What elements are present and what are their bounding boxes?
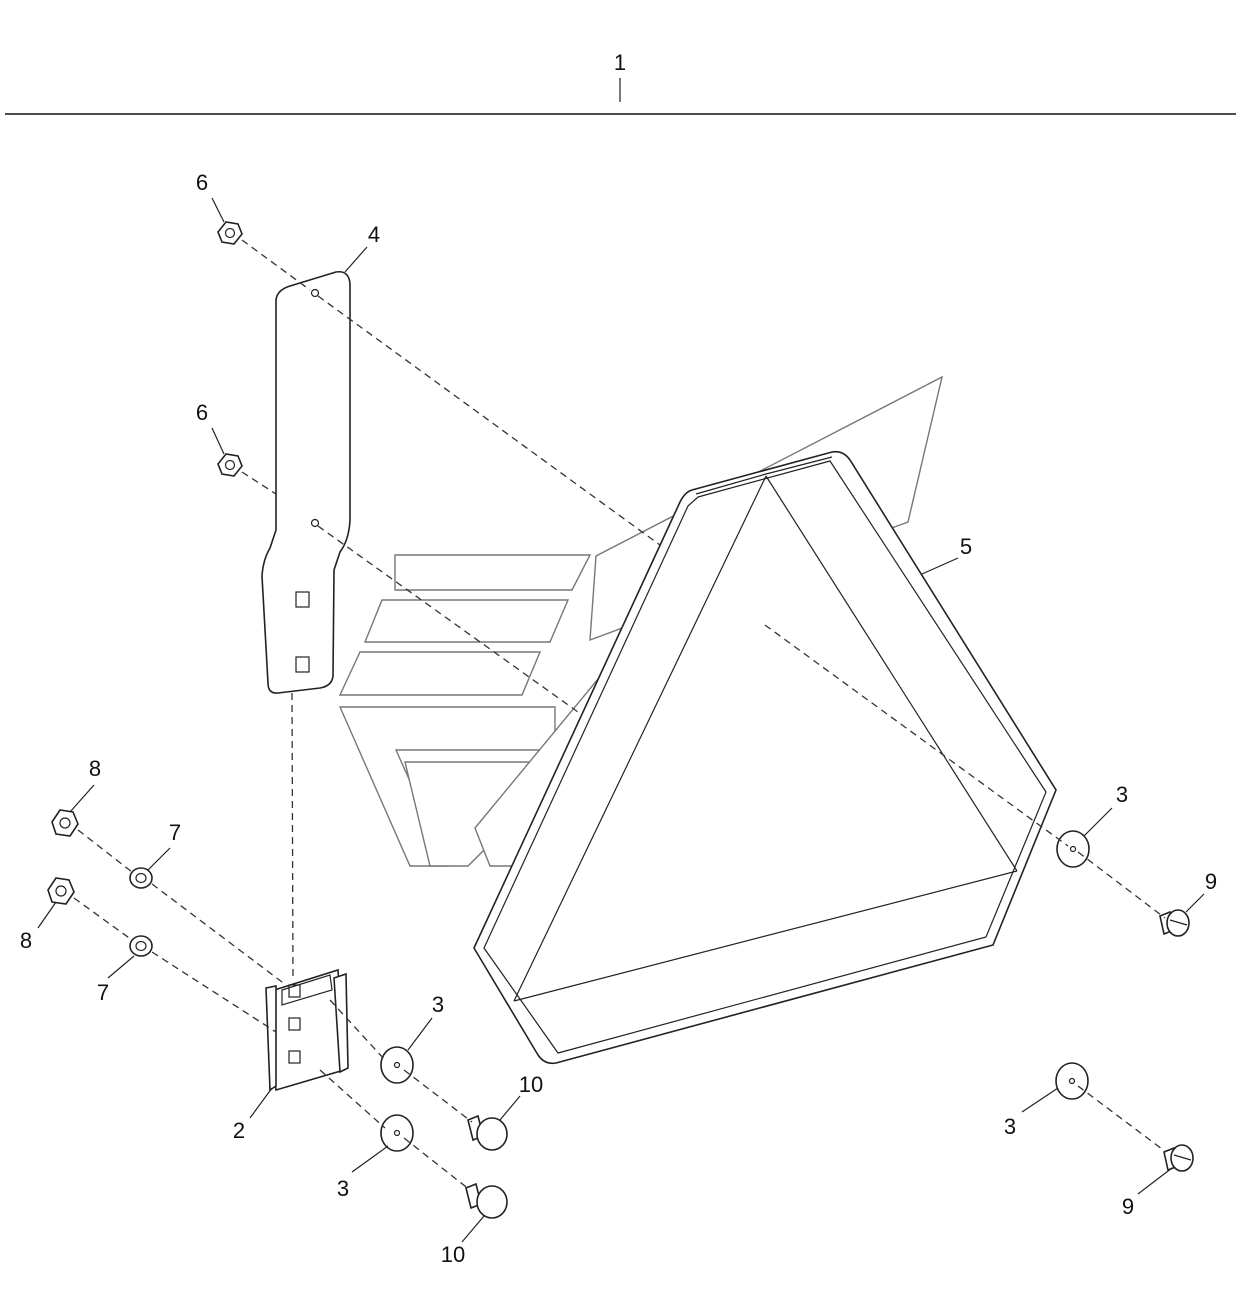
callout-3-bracket-lower[interactable]: 3 xyxy=(337,1176,349,1201)
hex-nut-6-lower[interactable] xyxy=(217,453,243,477)
lock-washer-7-lower[interactable] xyxy=(129,935,153,957)
hex-nut-6-upper[interactable] xyxy=(217,221,243,245)
callout-10-upper[interactable]: 10 xyxy=(519,1072,543,1097)
reflector-panel[interactable] xyxy=(473,450,1057,1065)
callout-3-lower-right[interactable]: 3 xyxy=(1004,1114,1016,1139)
hex-nut-8-lower[interactable] xyxy=(47,877,75,905)
assembly-paths xyxy=(73,239,1167,1191)
hinge-bracket[interactable] xyxy=(265,968,349,1092)
callout-10-lower[interactable]: 10 xyxy=(441,1242,465,1267)
screw-9-right[interactable] xyxy=(1159,909,1190,937)
callout-5[interactable]: 5 xyxy=(960,534,972,559)
callout-4[interactable]: 4 xyxy=(368,222,380,247)
callout-9-lower-right[interactable]: 9 xyxy=(1122,1194,1134,1219)
leader-lines xyxy=(37,197,1205,1243)
callouts: 6 4 6 5 3 9 8 7 8 7 2 3 10 3 10 3 9 xyxy=(20,170,1217,1267)
callout-9-right[interactable]: 9 xyxy=(1205,869,1217,894)
carriage-bolt-10-upper[interactable] xyxy=(467,1114,508,1151)
callout-8-upper[interactable]: 8 xyxy=(89,756,101,781)
callout-6-lower[interactable]: 6 xyxy=(196,400,208,425)
callout-3-bracket-upper[interactable]: 3 xyxy=(432,992,444,1017)
callout-2[interactable]: 2 xyxy=(233,1118,245,1143)
callout-7-upper[interactable]: 7 xyxy=(169,820,181,845)
callout-6-upper[interactable]: 6 xyxy=(196,170,208,195)
flat-washer-3-right[interactable] xyxy=(1056,830,1090,868)
flat-washer-3-bracket-upper[interactable] xyxy=(380,1046,414,1084)
hex-nut-8-upper[interactable] xyxy=(51,809,79,837)
assembly-number[interactable]: 1 xyxy=(614,50,626,75)
carriage-bolt-10-lower[interactable] xyxy=(465,1182,508,1219)
lock-washer-7-upper[interactable] xyxy=(129,867,153,889)
mounting-strap[interactable] xyxy=(261,270,351,694)
screw-9-lower-right[interactable] xyxy=(1163,1144,1194,1172)
assembly-header: 1 xyxy=(5,50,1236,115)
flat-washer-3-lower-right[interactable] xyxy=(1055,1062,1089,1100)
flat-washer-3-bracket-lower[interactable] xyxy=(380,1114,414,1152)
callout-7-lower[interactable]: 7 xyxy=(97,980,109,1005)
callout-3-right[interactable]: 3 xyxy=(1116,782,1128,807)
callout-8-lower[interactable]: 8 xyxy=(20,928,32,953)
